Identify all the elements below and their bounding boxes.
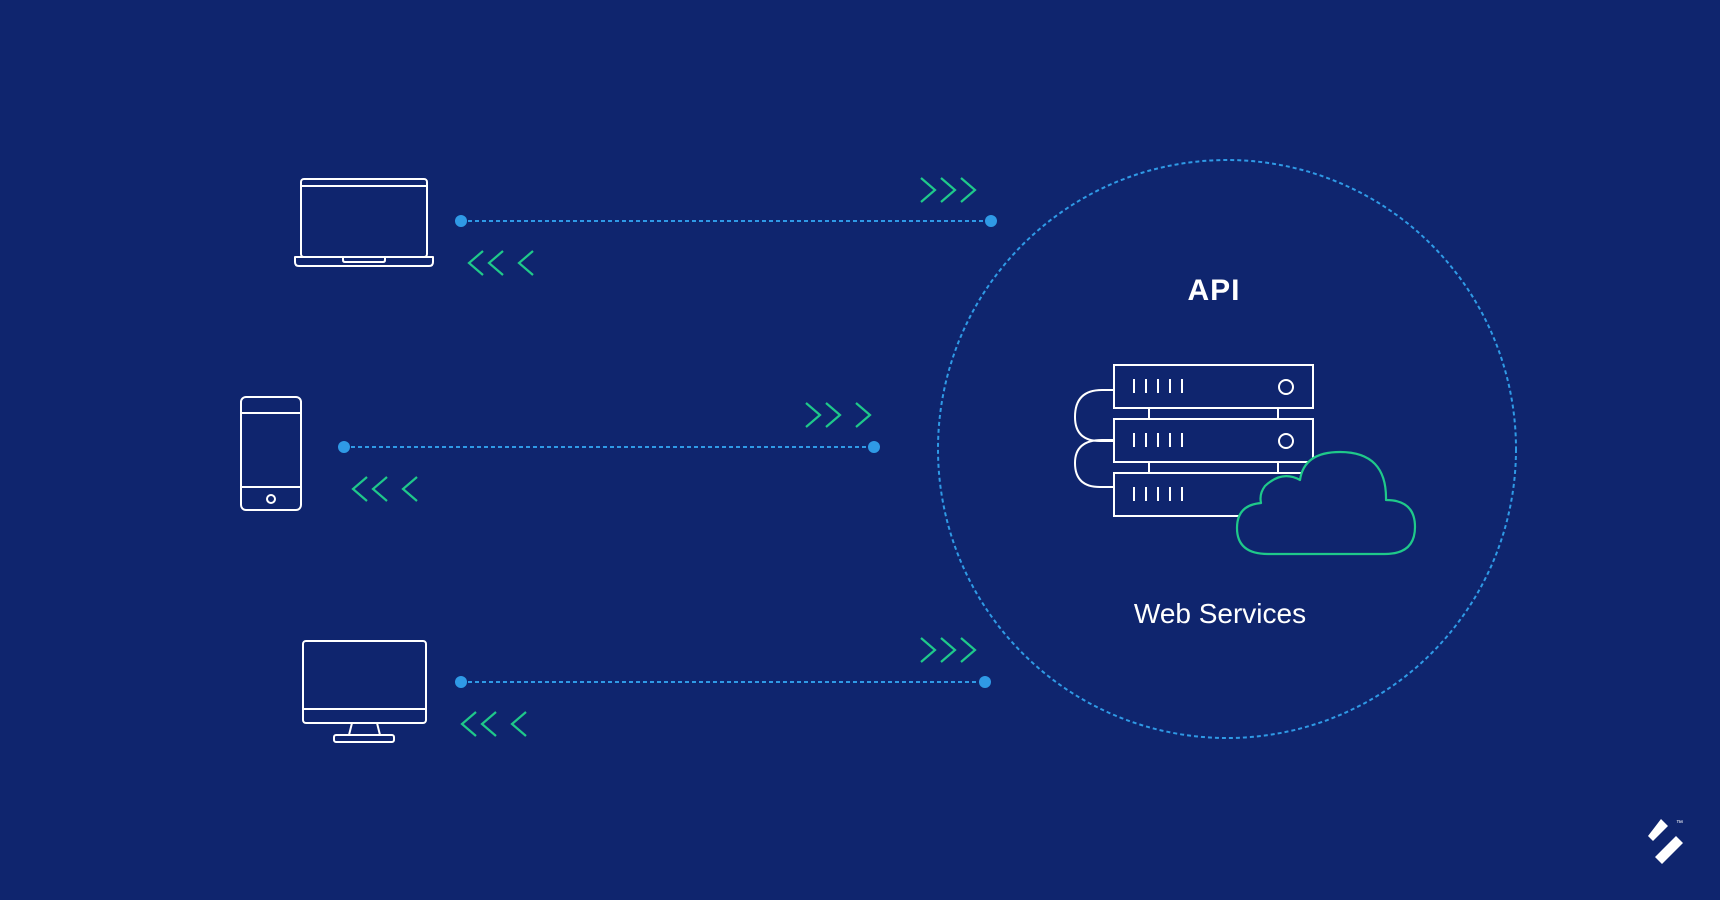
- mobile-phone-icon: [240, 396, 302, 511]
- toptal-logo-icon: ™: [1648, 819, 1683, 864]
- response-arrows-icon: [351, 476, 418, 502]
- mobile-connection: [338, 402, 880, 502]
- api-title: API: [1187, 274, 1240, 307]
- response-arrows-icon: [460, 711, 527, 737]
- desktop-monitor-icon: [302, 640, 427, 743]
- request-arrows-icon: [920, 637, 977, 663]
- connection-endpoint: [455, 676, 467, 688]
- web-services-label: Web Services: [1134, 598, 1306, 629]
- connection-endpoint: [979, 676, 991, 688]
- logo-trademark: ™: [1676, 820, 1683, 827]
- connection-endpoint: [868, 441, 880, 453]
- request-arrows-icon: [920, 177, 977, 203]
- cloud-icon: [1235, 450, 1417, 556]
- laptop-connection: [455, 177, 997, 276]
- api-boundary-circle: [937, 159, 1517, 739]
- laptop-icon: [294, 178, 434, 267]
- connection-endpoint: [985, 215, 997, 227]
- request-arrows-icon: [805, 402, 872, 428]
- connection-endpoint: [455, 215, 467, 227]
- response-arrows-icon: [467, 250, 534, 276]
- connection-endpoint: [338, 441, 350, 453]
- desktop-connection: [455, 637, 991, 737]
